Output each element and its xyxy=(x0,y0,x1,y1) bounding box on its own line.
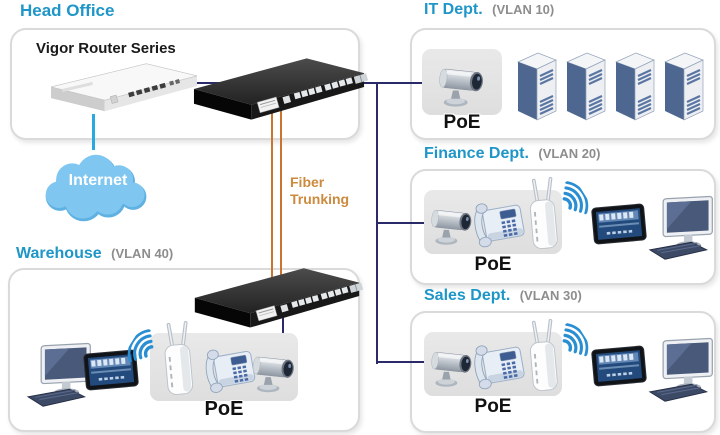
it-dept-vlan-label: (VLAN 10) xyxy=(492,2,555,17)
it-dept-title-text: IT Dept. xyxy=(424,1,483,18)
head-office-title: Head Office xyxy=(20,1,115,20)
it-dept-title: IT Dept. (VLAN 10) xyxy=(424,1,554,19)
finance-poe-label: PoE xyxy=(474,254,512,275)
sales-dept-vlan-label: (VLAN 30) xyxy=(519,288,582,303)
tablet-icon xyxy=(590,202,648,246)
finance-dept-title: Finance Dept. (VLAN 20) xyxy=(424,145,600,163)
it-poe-label: PoE xyxy=(443,112,481,133)
sales-dept-title: Sales Dept. (VLAN 30) xyxy=(424,287,582,305)
ip-camera-icon xyxy=(436,60,492,108)
warehouse-switch-icon xyxy=(191,260,363,332)
access-point-icon xyxy=(158,320,200,398)
server-icon xyxy=(610,50,658,122)
fiber-trunking-label: Fiber Trunking xyxy=(290,174,350,207)
warehouse-title: Warehouse (VLAN 40) xyxy=(16,245,173,263)
finance-dept-title-text: Finance Dept. xyxy=(424,145,529,162)
core-switch-icon xyxy=(190,50,368,124)
fiber-trunk-line-1 xyxy=(271,104,273,294)
sales-branch-link xyxy=(378,361,454,363)
sales-dept-title-text: Sales Dept. xyxy=(424,287,511,304)
voip-phone-icon xyxy=(470,198,528,248)
tablet-icon xyxy=(590,344,648,388)
desktop-computer-icon xyxy=(648,336,718,406)
server-icon xyxy=(659,50,707,122)
server-icon xyxy=(561,50,609,122)
backbone-vertical-link xyxy=(376,82,378,364)
warehouse-title-text: Warehouse xyxy=(16,245,102,262)
server-icon xyxy=(512,50,560,122)
ip-camera-icon xyxy=(250,348,302,394)
finance-dept-vlan-label: (VLAN 20) xyxy=(538,146,601,161)
fiber-trunk-line-2 xyxy=(280,104,282,294)
sales-poe-label: PoE xyxy=(474,396,512,417)
router-internet-link xyxy=(92,114,95,150)
vigor-router-icon xyxy=(48,58,200,120)
warehouse-poe-label: PoE xyxy=(204,398,244,420)
voip-phone-icon xyxy=(470,340,528,390)
finance-branch-link xyxy=(378,222,454,224)
warehouse-vlan-label: (VLAN 40) xyxy=(111,246,174,261)
desktop-computer-icon xyxy=(648,194,718,264)
router-series-label: Vigor Router Series xyxy=(36,40,176,57)
internet-label: Internet xyxy=(68,172,128,189)
